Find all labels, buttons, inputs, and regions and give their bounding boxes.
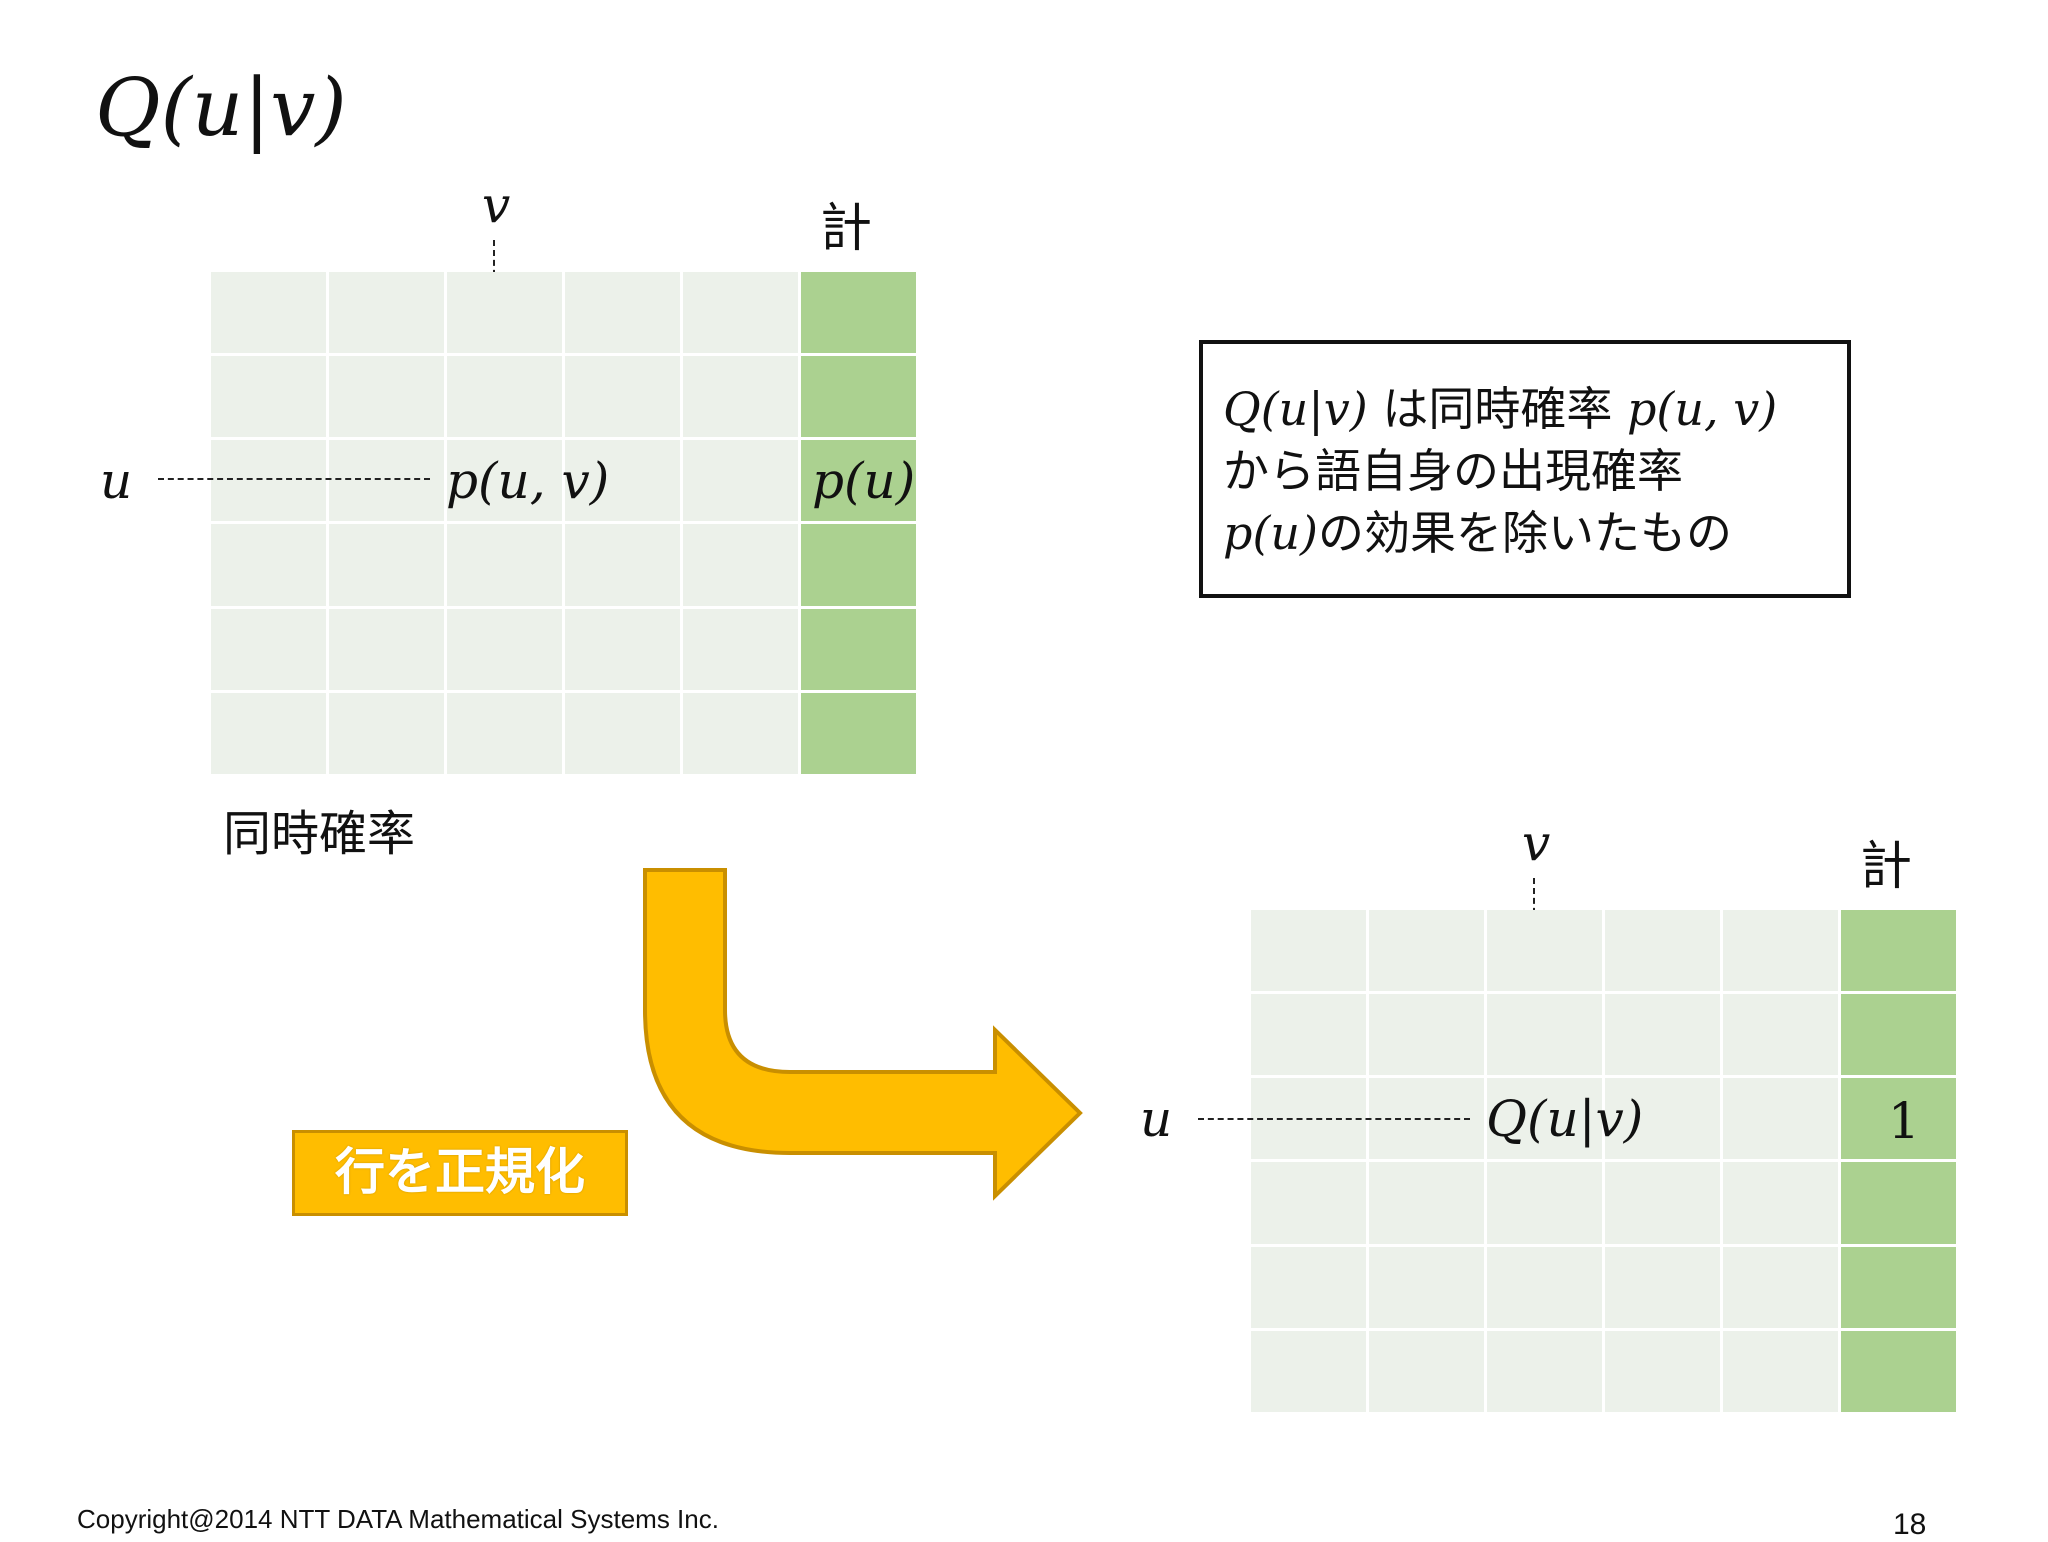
normalized-total-cell-label: 1 bbox=[1888, 1092, 1920, 1150]
table-cell bbox=[1487, 1078, 1602, 1160]
bent-arrow-shape bbox=[643, 868, 1083, 1201]
joint-row-var-label: u bbox=[100, 452, 133, 510]
note-math-puv: p(u, v) bbox=[1626, 382, 1778, 436]
table-total-cell bbox=[801, 608, 916, 690]
table-cell bbox=[211, 524, 326, 606]
note-math-q: Q(u|v) bbox=[1223, 382, 1368, 436]
table-cell bbox=[565, 524, 680, 606]
table-total-cell bbox=[1841, 994, 1956, 1076]
note-line-2: から語自身の出現確率 bbox=[1223, 444, 1683, 498]
note-text-1: は同時確率 bbox=[1367, 382, 1627, 436]
slide-title: Q(u|v) bbox=[95, 61, 347, 154]
table-cell bbox=[211, 692, 326, 774]
table-cell bbox=[211, 272, 326, 354]
table-cell bbox=[1487, 1162, 1602, 1244]
table-cell bbox=[211, 356, 326, 438]
normalized-cell-label: Q(u|v) bbox=[1486, 1090, 1644, 1148]
table-cell bbox=[1723, 1246, 1838, 1328]
table-cell bbox=[1251, 1162, 1366, 1244]
page-number: 18 bbox=[1893, 1508, 1927, 1541]
table-cell bbox=[329, 272, 444, 354]
joint-probability-table bbox=[211, 272, 916, 774]
table-total-cell bbox=[1841, 1078, 1956, 1160]
table-cell bbox=[1723, 1162, 1838, 1244]
table-cell bbox=[447, 440, 562, 522]
note-math-pu: p(u) bbox=[1223, 506, 1318, 560]
table-cell bbox=[1605, 1246, 1720, 1328]
table-cell bbox=[565, 356, 680, 438]
table-cell bbox=[447, 692, 562, 774]
table-cell bbox=[565, 440, 680, 522]
joint-total-cell-label: p(u) bbox=[812, 452, 916, 510]
note-line-3: p(u)の効果を除いたもの bbox=[1223, 502, 1827, 564]
table-total-cell bbox=[1841, 1330, 1956, 1412]
table-cell bbox=[1251, 1246, 1366, 1328]
table-cell bbox=[1369, 1246, 1484, 1328]
table-cell bbox=[329, 608, 444, 690]
table-total-cell bbox=[1841, 1162, 1956, 1244]
note-line-1: Q(u|v) は同時確率 p(u, v) bbox=[1223, 378, 1827, 440]
table-cell bbox=[1251, 1330, 1366, 1412]
table-cell bbox=[683, 356, 798, 438]
table-cell bbox=[1605, 1330, 1720, 1412]
table-cell bbox=[1723, 910, 1838, 992]
table-cell bbox=[1487, 1246, 1602, 1328]
table-cell bbox=[1369, 1162, 1484, 1244]
note-text-3: の効果を除いたもの bbox=[1317, 506, 1732, 560]
table-cell bbox=[329, 356, 444, 438]
table-cell bbox=[565, 692, 680, 774]
table-cell bbox=[683, 440, 798, 522]
normalized-col-var-label: v bbox=[1522, 814, 1551, 872]
table-cell bbox=[1723, 994, 1838, 1076]
joint-row-guide-line bbox=[158, 478, 430, 480]
table-total-cell bbox=[1841, 1246, 1956, 1328]
joint-col-var-label: v bbox=[482, 176, 511, 234]
joint-cell-label: p(u, v) bbox=[446, 452, 610, 510]
table-cell bbox=[211, 608, 326, 690]
table-cell bbox=[329, 440, 444, 522]
table-cell bbox=[683, 524, 798, 606]
table-cell bbox=[1369, 1330, 1484, 1412]
table-cell bbox=[1487, 994, 1602, 1076]
table-cell bbox=[565, 272, 680, 354]
table-cell bbox=[565, 608, 680, 690]
normalized-total-header: 計 bbox=[1860, 837, 1913, 897]
table-cell bbox=[1605, 994, 1720, 1076]
table-cell bbox=[1723, 1078, 1838, 1160]
table-total-cell bbox=[801, 356, 916, 438]
table-cell bbox=[329, 692, 444, 774]
table-cell bbox=[447, 356, 562, 438]
table-cell bbox=[1487, 1330, 1602, 1412]
table-cell bbox=[1487, 910, 1602, 992]
table-total-cell bbox=[1841, 910, 1956, 992]
table-total-cell bbox=[801, 440, 916, 522]
table-cell bbox=[1369, 994, 1484, 1076]
table-total-cell bbox=[801, 524, 916, 606]
footer-copyright: Copyright@2014 NTT DATA Mathematical Sys… bbox=[77, 1504, 719, 1534]
normalized-row-var-label: u bbox=[1140, 1090, 1173, 1148]
table-total-cell bbox=[801, 692, 916, 774]
table-cell bbox=[1605, 1162, 1720, 1244]
table-cell bbox=[683, 608, 798, 690]
joint-table-caption: 同時確率 bbox=[223, 806, 416, 862]
table-cell bbox=[329, 524, 444, 606]
explanation-note: Q(u|v) は同時確率 p(u, v) から語自身の出現確率 p(u)の効果を… bbox=[1199, 340, 1851, 598]
table-cell bbox=[447, 524, 562, 606]
table-cell bbox=[1251, 994, 1366, 1076]
table-total-cell bbox=[801, 272, 916, 354]
table-cell bbox=[683, 692, 798, 774]
table-cell bbox=[1369, 910, 1484, 992]
normalized-row-guide-line bbox=[1198, 1118, 1470, 1120]
table-cell bbox=[1723, 1330, 1838, 1412]
normalize-rows-label: 行を正規化 bbox=[292, 1130, 628, 1216]
table-cell bbox=[1605, 910, 1720, 992]
normalized-table bbox=[1251, 910, 1956, 1412]
table-cell bbox=[683, 272, 798, 354]
table-cell bbox=[1605, 1078, 1720, 1160]
joint-total-header: 計 bbox=[820, 199, 873, 259]
table-cell bbox=[211, 440, 326, 522]
table-cell bbox=[447, 272, 562, 354]
table-cell bbox=[1251, 910, 1366, 992]
table-cell bbox=[447, 608, 562, 690]
